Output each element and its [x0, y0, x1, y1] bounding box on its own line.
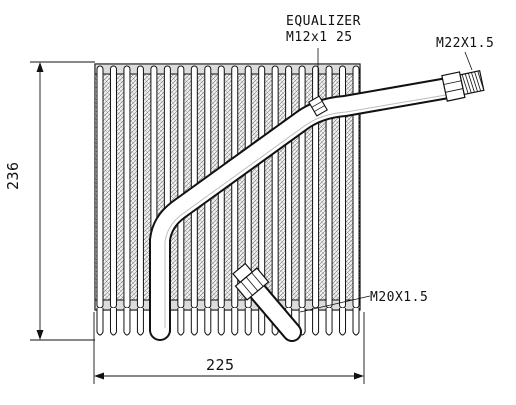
plate-tube — [177, 65, 185, 309]
plate-tube — [271, 65, 279, 309]
thread-line — [461, 74, 469, 94]
tube-foot — [109, 308, 117, 336]
equalizer-title-label: EQUALIZER — [286, 14, 361, 29]
tube-foot — [190, 308, 198, 336]
tube-foot — [352, 308, 360, 336]
plate-tube — [96, 65, 104, 309]
leader-lines — [299, 48, 473, 313]
top-manifold — [94, 63, 361, 75]
inlet-pipe — [232, 262, 302, 342]
tube-feet — [96, 308, 360, 336]
inlet-fitting — [232, 262, 270, 301]
width-dimension-label: 225 — [206, 356, 235, 374]
tube-foot — [339, 308, 347, 336]
tube-foot — [217, 308, 225, 336]
thread-line — [467, 73, 475, 93]
tube-foot — [96, 308, 104, 336]
plate-tube — [123, 65, 131, 309]
tube-foot — [244, 308, 252, 336]
outlet-pipe — [149, 77, 459, 341]
tube-foot — [177, 308, 185, 336]
height-dimension-label: 236 — [4, 161, 22, 190]
inlet-thread-label: M20X1.5 — [370, 290, 429, 305]
tube-foot — [204, 308, 212, 336]
bottom-manifold — [94, 299, 361, 311]
equalizer-thread-label: M12x1 25 — [286, 30, 353, 45]
height-dimension — [30, 61, 95, 341]
tube-foot — [123, 308, 131, 336]
tube-foot — [312, 308, 320, 336]
tube-foot — [136, 308, 144, 336]
plate-tube — [298, 65, 306, 309]
plate-tube — [285, 65, 293, 309]
thread-line — [471, 72, 478, 92]
thread-line — [477, 71, 485, 91]
tube-foot — [231, 308, 239, 336]
tube-foot — [258, 308, 266, 336]
outlet-fitting — [441, 70, 485, 102]
plate-tube — [136, 65, 144, 309]
plate-tube — [109, 65, 117, 309]
thread-line — [464, 73, 472, 94]
equalizer-port — [308, 95, 328, 117]
thread-line — [474, 71, 482, 92]
width-dimension — [93, 312, 365, 384]
tube-foot — [325, 308, 333, 336]
outlet-thread-label: M22X1.5 — [436, 36, 495, 51]
